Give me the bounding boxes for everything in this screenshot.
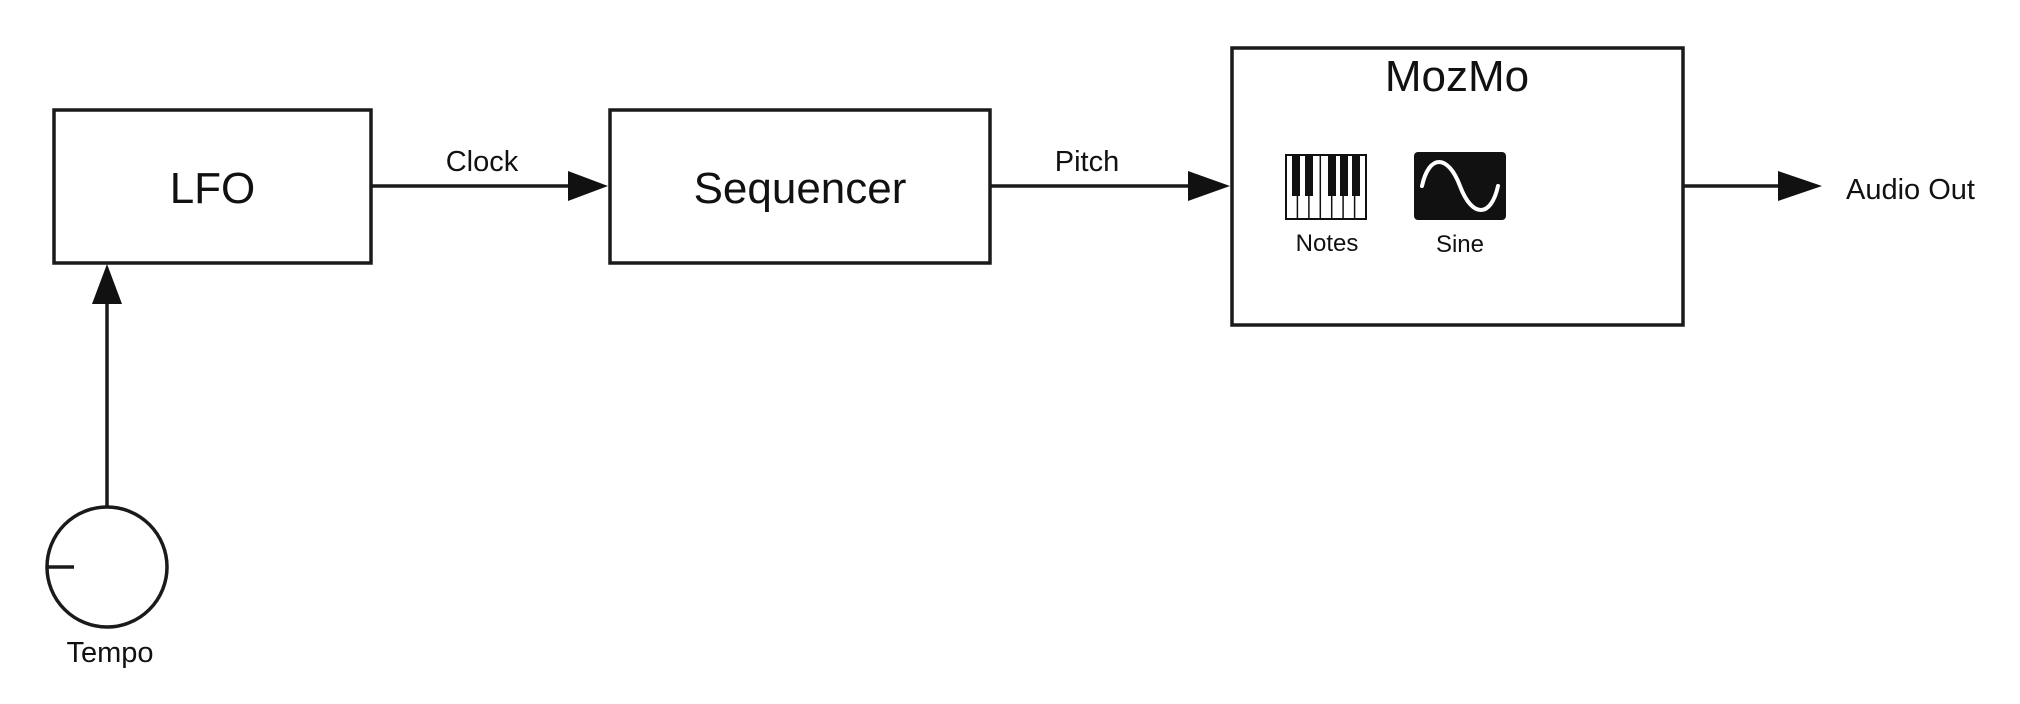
- sine-label: Sine: [1436, 231, 1484, 258]
- sequencer-block[interactable]: Sequencer: [608, 108, 992, 265]
- clock-connection: Clock: [371, 146, 608, 201]
- mozmo-block[interactable]: MozMo Notes: [1230, 46, 1685, 327]
- tempo-knob[interactable]: Tempo: [45, 505, 169, 669]
- sine-module[interactable]: Sine: [1414, 152, 1506, 258]
- tempo-label: Tempo: [66, 637, 153, 669]
- pitch-connection: Pitch: [990, 146, 1230, 201]
- knob-icon: [45, 505, 169, 629]
- mozmo-title: MozMo: [1385, 52, 1529, 101]
- lfo-block[interactable]: LFO: [52, 108, 373, 265]
- pitch-arrowhead: [1188, 171, 1230, 201]
- pitch-label: Pitch: [1055, 146, 1119, 178]
- clock-arrowhead: [568, 171, 608, 201]
- notes-label: Notes: [1296, 230, 1359, 257]
- sequencer-label: Sequencer: [694, 164, 907, 213]
- clock-label: Clock: [446, 146, 519, 178]
- notes-module[interactable]: Notes: [1285, 154, 1367, 257]
- piano-keys-icon: [1285, 154, 1367, 220]
- audio-out-connection: Audio Out: [1683, 171, 1975, 206]
- tempo-arrowhead: [92, 264, 122, 304]
- tempo-connection: [92, 264, 122, 506]
- lfo-label: LFO: [170, 164, 256, 213]
- audio-out-label: Audio Out: [1846, 174, 1975, 206]
- sine-wave-icon: [1414, 152, 1506, 220]
- audio-out-arrowhead: [1778, 171, 1822, 201]
